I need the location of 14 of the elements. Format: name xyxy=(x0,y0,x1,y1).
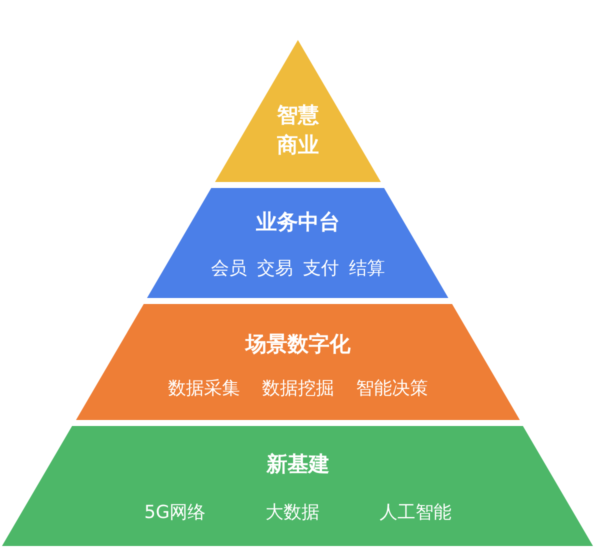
layer-title: 新基建 xyxy=(265,451,330,478)
keyword-text: 5G网络 xyxy=(144,501,206,524)
keyword-text: 交易 xyxy=(256,257,293,280)
layer-title: 智慧商业 xyxy=(276,102,320,159)
keyword-text: 会员 xyxy=(210,257,247,280)
keyword-text: 数据挖掘 xyxy=(262,376,334,400)
keyword-text: 结算 xyxy=(348,257,385,280)
keyword-text: 人工智能 xyxy=(380,501,452,524)
layer-title: 场景数字化 xyxy=(244,330,352,358)
keyword-text: 大数据 xyxy=(266,501,320,524)
keyword-text: 支付 xyxy=(302,257,339,280)
keyword-text: 智能决策 xyxy=(356,376,428,400)
layer-title: 业务中台 xyxy=(254,208,341,236)
keyword-text: 数据采集 xyxy=(168,376,240,400)
